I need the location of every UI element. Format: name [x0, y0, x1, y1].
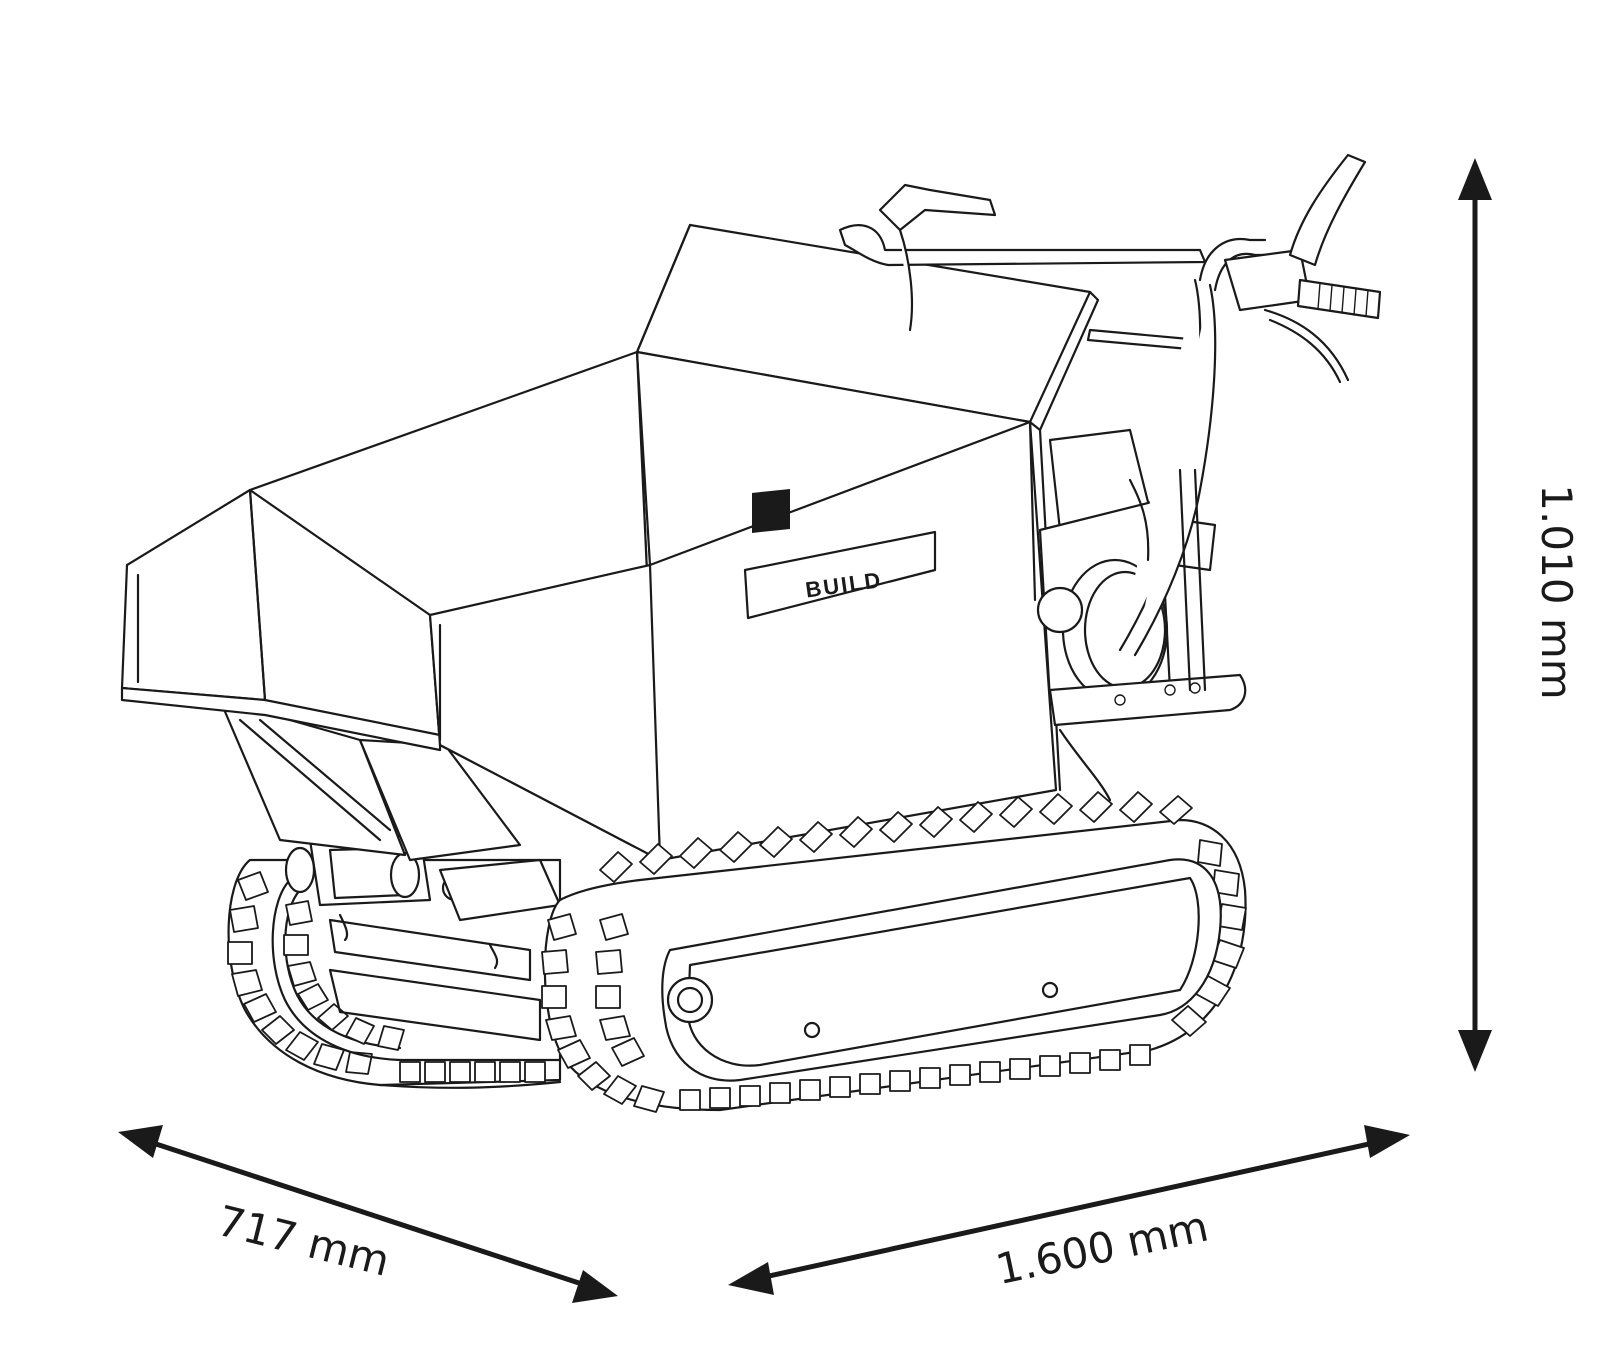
hopper-supports	[218, 698, 522, 862]
engine-assembly	[1036, 428, 1247, 802]
height-dimension-arrow	[1458, 158, 1492, 1072]
handle-frame	[838, 153, 1382, 692]
height-dimension-label: 1.010 mm	[1532, 484, 1581, 699]
length-dimension-arrow	[728, 1125, 1410, 1295]
width-dimension-label: 717 mm	[213, 1196, 395, 1286]
hopper	[120, 223, 1100, 862]
brand-logo-mark-text: MW	[755, 584, 783, 603]
right-track	[541, 791, 1247, 1113]
length-dimension-label: 1.600 mm	[992, 1201, 1213, 1294]
brand-logo-mark	[752, 488, 790, 533]
width-dimension-arrow	[118, 1125, 618, 1303]
chassis-frame	[284, 833, 562, 982]
